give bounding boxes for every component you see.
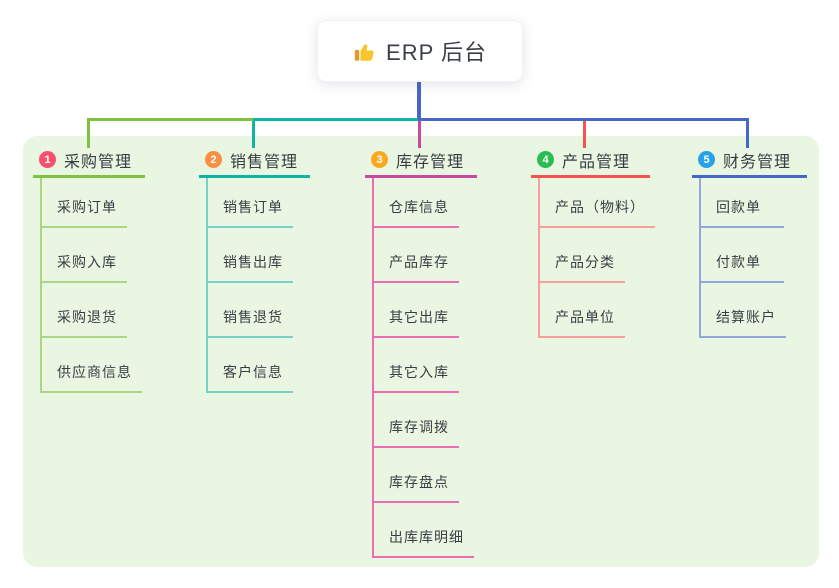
branch-header[interactable]: 1 采购管理 [33,148,145,178]
child-node[interactable]: 采购退货 [40,283,127,338]
child-node[interactable]: 回款单 [699,178,784,228]
child-node[interactable]: 销售出库 [206,228,293,283]
branch-children: 产品（物料） 产品分类 产品单位 [531,178,655,338]
connector-drop-finance [746,121,749,148]
branch-5-finance: 5 财务管理 回款单 付款单 结算账户 [692,148,807,338]
branch-children: 回款单 付款单 结算账户 [692,178,807,338]
branch-header[interactable]: 4 产品管理 [531,148,650,178]
child-node[interactable]: 销售订单 [206,178,293,228]
branch-badge: 2 [205,151,222,168]
branch-badge: 1 [39,151,56,168]
branch-children: 采购订单 采购入库 采购退货 供应商信息 [33,178,145,393]
child-node[interactable]: 客户信息 [206,338,293,393]
connector-drop-purchase [87,121,90,148]
child-node[interactable]: 产品（物料） [538,178,655,228]
branch-badge: 3 [371,151,388,168]
branch-3-inventory: 3 库存管理 仓库信息 产品库存 其它出库 其它入库 库存调拨 库存盘点 出库库… [365,148,477,558]
connector-bus-teal [253,118,421,121]
branches-panel [23,136,819,567]
child-node[interactable]: 付款单 [699,228,784,283]
connector-drop-sales [252,121,255,148]
branch-label: 财务管理 [723,153,792,171]
child-node[interactable]: 仓库信息 [372,178,459,228]
child-node[interactable]: 库存盘点 [372,448,459,503]
branch-badge: 4 [537,151,554,168]
child-node[interactable]: 其它入库 [372,338,459,393]
child-node[interactable]: 出库库明细 [372,503,474,558]
branch-1-purchase: 1 采购管理 采购订单 采购入库 采购退货 供应商信息 [33,148,145,393]
root-node[interactable]: ERP 后台 [317,20,523,82]
branch-header[interactable]: 3 库存管理 [365,148,477,178]
branch-label: 采购管理 [64,153,133,171]
child-node[interactable]: 采购订单 [40,178,127,228]
branch-2-sales: 2 销售管理 销售订单 销售出库 销售退货 客户信息 [199,148,310,393]
branch-header[interactable]: 5 财务管理 [692,148,807,178]
branch-header[interactable]: 2 销售管理 [199,148,310,178]
child-node[interactable]: 产品库存 [372,228,459,283]
child-node[interactable]: 库存调拨 [372,393,459,448]
child-node[interactable]: 销售退货 [206,283,293,338]
branch-label: 销售管理 [230,153,299,171]
connector-bus-green [87,118,254,121]
branch-4-product: 4 产品管理 产品（物料） 产品分类 产品单位 [531,148,655,338]
branch-children: 销售订单 销售出库 销售退货 客户信息 [199,178,310,393]
child-node[interactable]: 产品单位 [538,283,625,338]
branch-label: 产品管理 [562,153,631,171]
child-node[interactable]: 供应商信息 [40,338,142,393]
branch-children: 仓库信息 产品库存 其它出库 其它入库 库存调拨 库存盘点 出库库明细 [365,178,477,558]
connector-root [417,82,421,120]
child-node[interactable]: 采购入库 [40,228,127,283]
child-node[interactable]: 结算账户 [699,283,786,338]
branch-label: 库存管理 [396,153,465,171]
connector-drop-product [583,121,586,148]
thumbs-up-icon [354,43,374,61]
branch-badge: 5 [698,151,715,168]
child-node[interactable]: 其它出库 [372,283,459,338]
child-node[interactable]: 产品分类 [538,228,625,283]
root-title: ERP 后台 [386,40,487,65]
connector-drop-inventory [418,121,421,148]
connector-bus-blue [418,118,749,121]
